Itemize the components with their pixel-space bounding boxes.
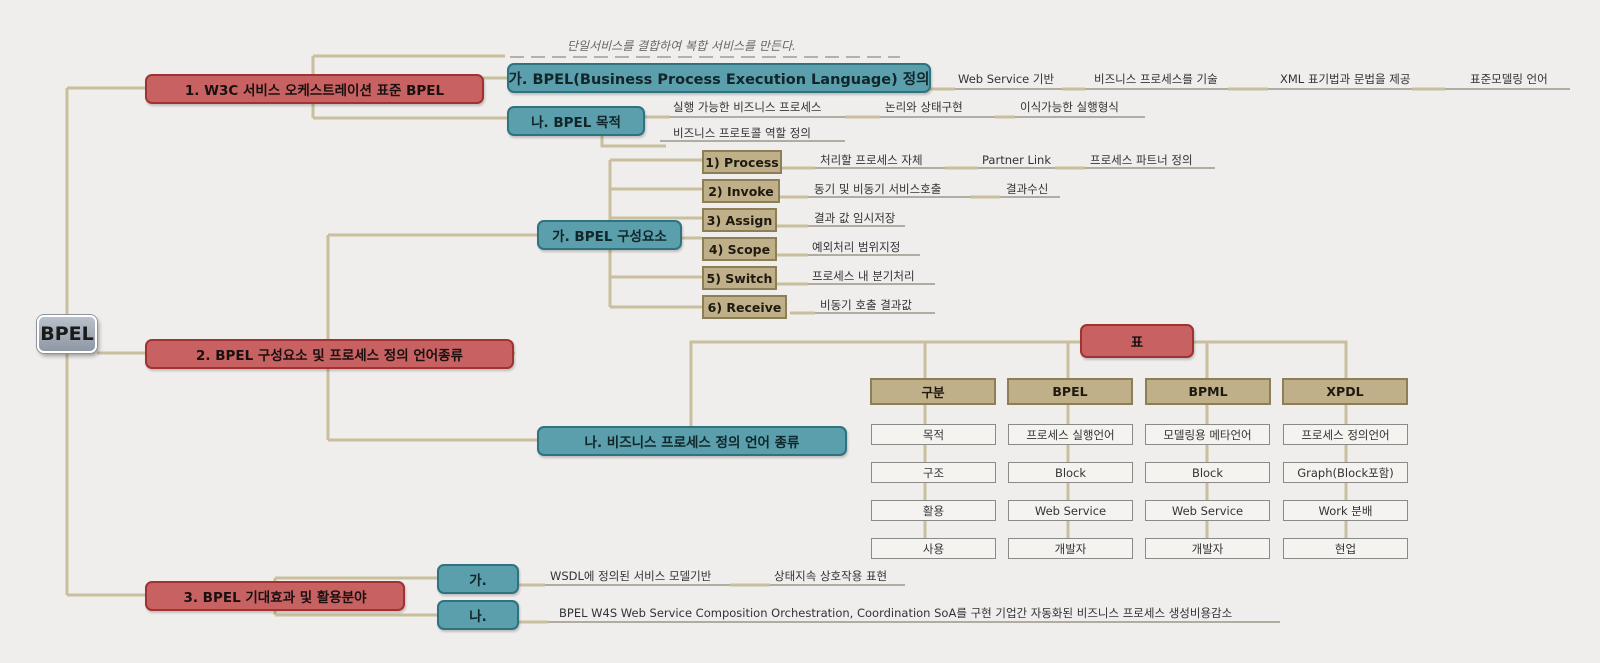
leaf-invoke-1: 동기 및 비동기 서비스호출 <box>814 182 942 196</box>
leaf-receive-1: 비동기 호출 결과값 <box>820 298 912 312</box>
table-cell: 목적 <box>871 424 996 445</box>
leaf-process-2: Partner Link <box>982 153 1051 167</box>
table-cell: 개발자 <box>1145 538 1270 559</box>
element-switch[interactable]: 5) Switch <box>702 266 777 290</box>
table-cell: Work 분배 <box>1283 500 1408 521</box>
table-cell: Block <box>1145 462 1270 483</box>
table-cell: Graph(Block포함) <box>1283 462 1408 483</box>
leaf-definition-4: 표준모델링 언어 <box>1470 72 1548 86</box>
node-bpel-purpose[interactable]: 나. BPEL 목적 <box>507 106 645 136</box>
leaf-purpose-2: 논리와 상태구현 <box>885 100 963 114</box>
leaf-definition-3: XML 표기법과 문법을 제공 <box>1280 72 1411 86</box>
table-header-bpel: BPEL <box>1007 378 1133 405</box>
element-scope[interactable]: 4) Scope <box>702 237 777 261</box>
table-cell: 현업 <box>1283 538 1408 559</box>
definition-note: 단일서비스를 결합하여 복합 서비스를 만든다. <box>567 39 796 53</box>
node-language-types[interactable]: 나. 비즈니스 프로세스 정의 언어 종류 <box>537 426 847 456</box>
node-effect-na[interactable]: 나. <box>437 600 519 630</box>
table-cell: 활용 <box>871 500 996 521</box>
table-header-bpml: BPML <box>1145 378 1271 405</box>
node-bpel-components[interactable]: 가. BPEL 구성요소 <box>537 220 682 250</box>
leaf-purpose-4: 비즈니스 프로토콜 역할 정의 <box>673 126 811 140</box>
table-cell: Block <box>1008 462 1133 483</box>
leaf-effect-na-1: BPEL W4S Web Service Composition Orchest… <box>559 606 1233 620</box>
leaf-assign-1: 결과 값 임시저장 <box>814 211 896 225</box>
leaf-definition-1: Web Service 기반 <box>958 72 1055 86</box>
table-cell: 개발자 <box>1008 538 1133 559</box>
table-cell: 구조 <box>871 462 996 483</box>
element-process[interactable]: 1) Process <box>702 150 782 174</box>
leaf-definition-2: 비즈니스 프로세스를 기술 <box>1094 72 1218 86</box>
table-header-xpdl: XPDL <box>1282 378 1408 405</box>
element-invoke[interactable]: 2) Invoke <box>702 179 780 203</box>
table-cell: 프로세스 실행언어 <box>1008 424 1133 445</box>
table-cell: 프로세스 정의언어 <box>1283 424 1408 445</box>
node-bpel-definition[interactable]: 가. BPEL(Business Process Execution Langu… <box>507 63 931 93</box>
leaf-purpose-3: 이식가능한 실행형식 <box>1020 100 1119 114</box>
branch-1-node[interactable]: 1. W3C 서비스 오케스트레이션 표준 BPEL <box>145 74 484 104</box>
table-header-category: 구분 <box>870 378 996 405</box>
leaf-invoke-2: 결과수신 <box>1006 182 1049 196</box>
branch-2-node[interactable]: 2. BPEL 구성요소 및 프로세스 정의 언어종류 <box>145 339 514 369</box>
leaf-effect-ga-2: 상태지속 상호작용 표현 <box>774 569 888 583</box>
leaf-process-3: 프로세스 파트너 정의 <box>1090 153 1193 167</box>
leaf-effect-ga-1: WSDL에 정의된 서비스 모델기반 <box>550 569 712 583</box>
table-cell: 사용 <box>871 538 996 559</box>
node-effect-ga[interactable]: 가. <box>437 564 519 594</box>
table-cell: Web Service <box>1145 500 1270 521</box>
root-node-bpel[interactable]: BPEL <box>37 315 97 353</box>
leaf-process-1: 처리할 프로세스 자체 <box>820 153 923 167</box>
table-title-node[interactable]: 표 <box>1080 324 1194 358</box>
table-cell: Web Service <box>1008 500 1133 521</box>
element-assign[interactable]: 3) Assign <box>702 208 777 232</box>
leaf-purpose-1: 실행 가능한 비즈니스 프로세스 <box>673 100 822 114</box>
leaf-scope-1: 예외처리 범위지정 <box>812 240 901 254</box>
leaf-switch-1: 프로세스 내 분기처리 <box>812 269 915 283</box>
table-cell: 모델링용 메타언어 <box>1145 424 1270 445</box>
branch-3-node[interactable]: 3. BPEL 기대효과 및 활용분야 <box>145 581 405 611</box>
element-receive[interactable]: 6) Receive <box>702 295 787 319</box>
